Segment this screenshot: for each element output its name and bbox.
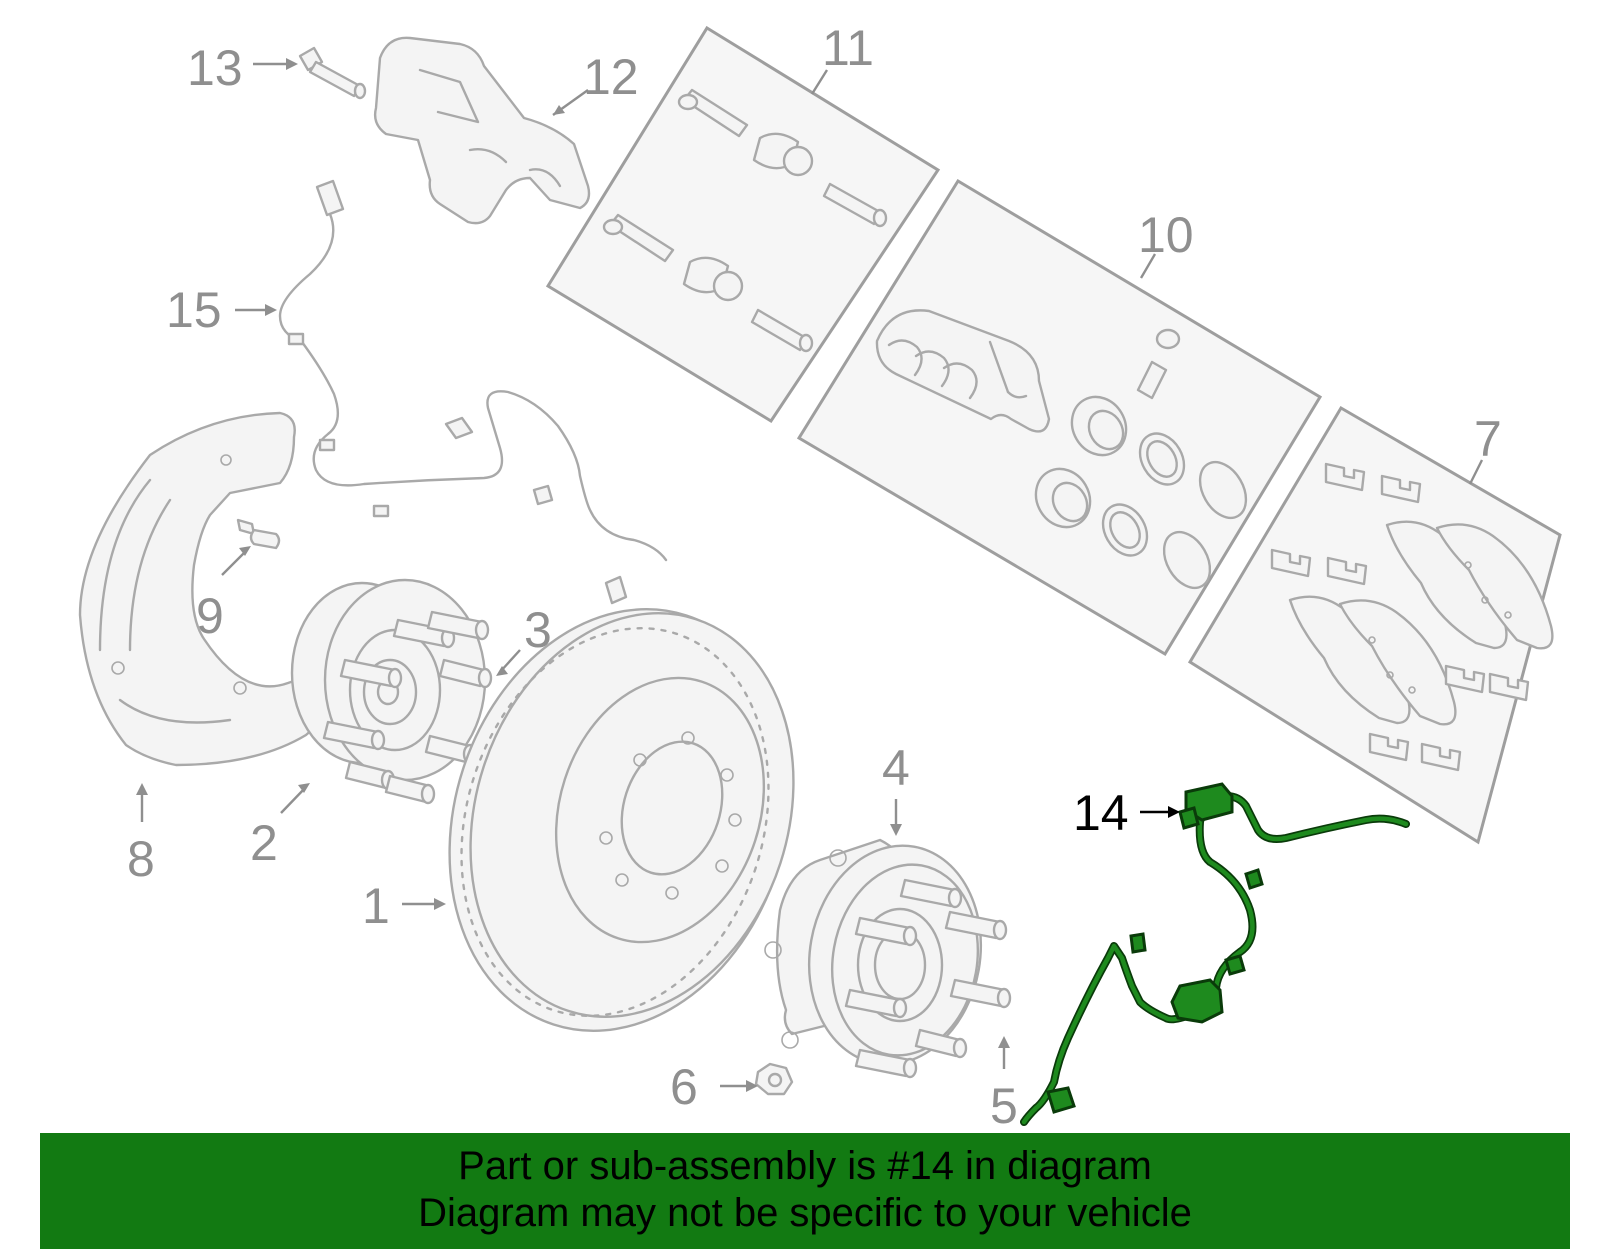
part-7-pad-kit-box: 7 xyxy=(1187,405,1562,845)
callout-1: 1 xyxy=(362,878,390,934)
callout-11: 11 xyxy=(822,20,874,76)
callout-7: 7 xyxy=(1474,411,1502,467)
callout-15: 15 xyxy=(166,282,222,338)
part-11-pin-upper xyxy=(677,88,888,228)
callout-10: 10 xyxy=(1138,207,1194,263)
callout-4: 4 xyxy=(882,740,910,796)
part-10-piston-upper xyxy=(1070,395,1248,520)
part-14-wheel-speed-sensor: 14 xyxy=(1020,782,1410,1126)
banner-line-1: Part or sub-assembly is #14 in diagram xyxy=(458,1144,1152,1188)
part-7-pad-lower xyxy=(1288,595,1457,726)
part-12-caliper-bracket: 12 xyxy=(373,36,639,225)
part-6-nut: 6 xyxy=(670,1059,794,1115)
callout-9: 9 xyxy=(196,588,224,644)
part-15-sensor: 15 xyxy=(166,179,668,605)
part-1-rotor: 1 xyxy=(362,608,795,1032)
callout-6: 6 xyxy=(670,1059,698,1115)
part-9-bolt: 9 xyxy=(196,518,281,644)
callout-12: 12 xyxy=(583,49,639,105)
banner-line-2: Diagram may not be specific to your vehi… xyxy=(418,1191,1192,1235)
part-10-caliper-kit-box: 10 xyxy=(796,178,1323,657)
part-11-pin-kit-box: 11 xyxy=(545,20,941,424)
part-8-splash-shield: 8 xyxy=(78,411,321,887)
part-10-bleeder xyxy=(1136,328,1181,400)
callout-13: 13 xyxy=(187,40,243,96)
callout-5: 5 xyxy=(990,1078,1018,1134)
part-7-clips xyxy=(1270,462,1530,772)
part-7-pad-upper xyxy=(1385,520,1554,650)
part-11-pin-lower xyxy=(602,213,814,353)
part-13-bolt: 13 xyxy=(187,40,367,100)
part-2-hub-bearing: 2 3 xyxy=(250,578,552,871)
callout-2: 2 xyxy=(250,815,278,871)
part-4-hub-assembly: 4 5 xyxy=(764,740,1018,1134)
callout-14: 14 xyxy=(1073,785,1129,841)
part-10-piston-lower xyxy=(1034,467,1212,590)
part-10-caliper xyxy=(875,309,1051,433)
notice-banner: Part or sub-assembly is #14 in diagram D… xyxy=(40,1133,1570,1249)
callout-8: 8 xyxy=(127,831,155,887)
